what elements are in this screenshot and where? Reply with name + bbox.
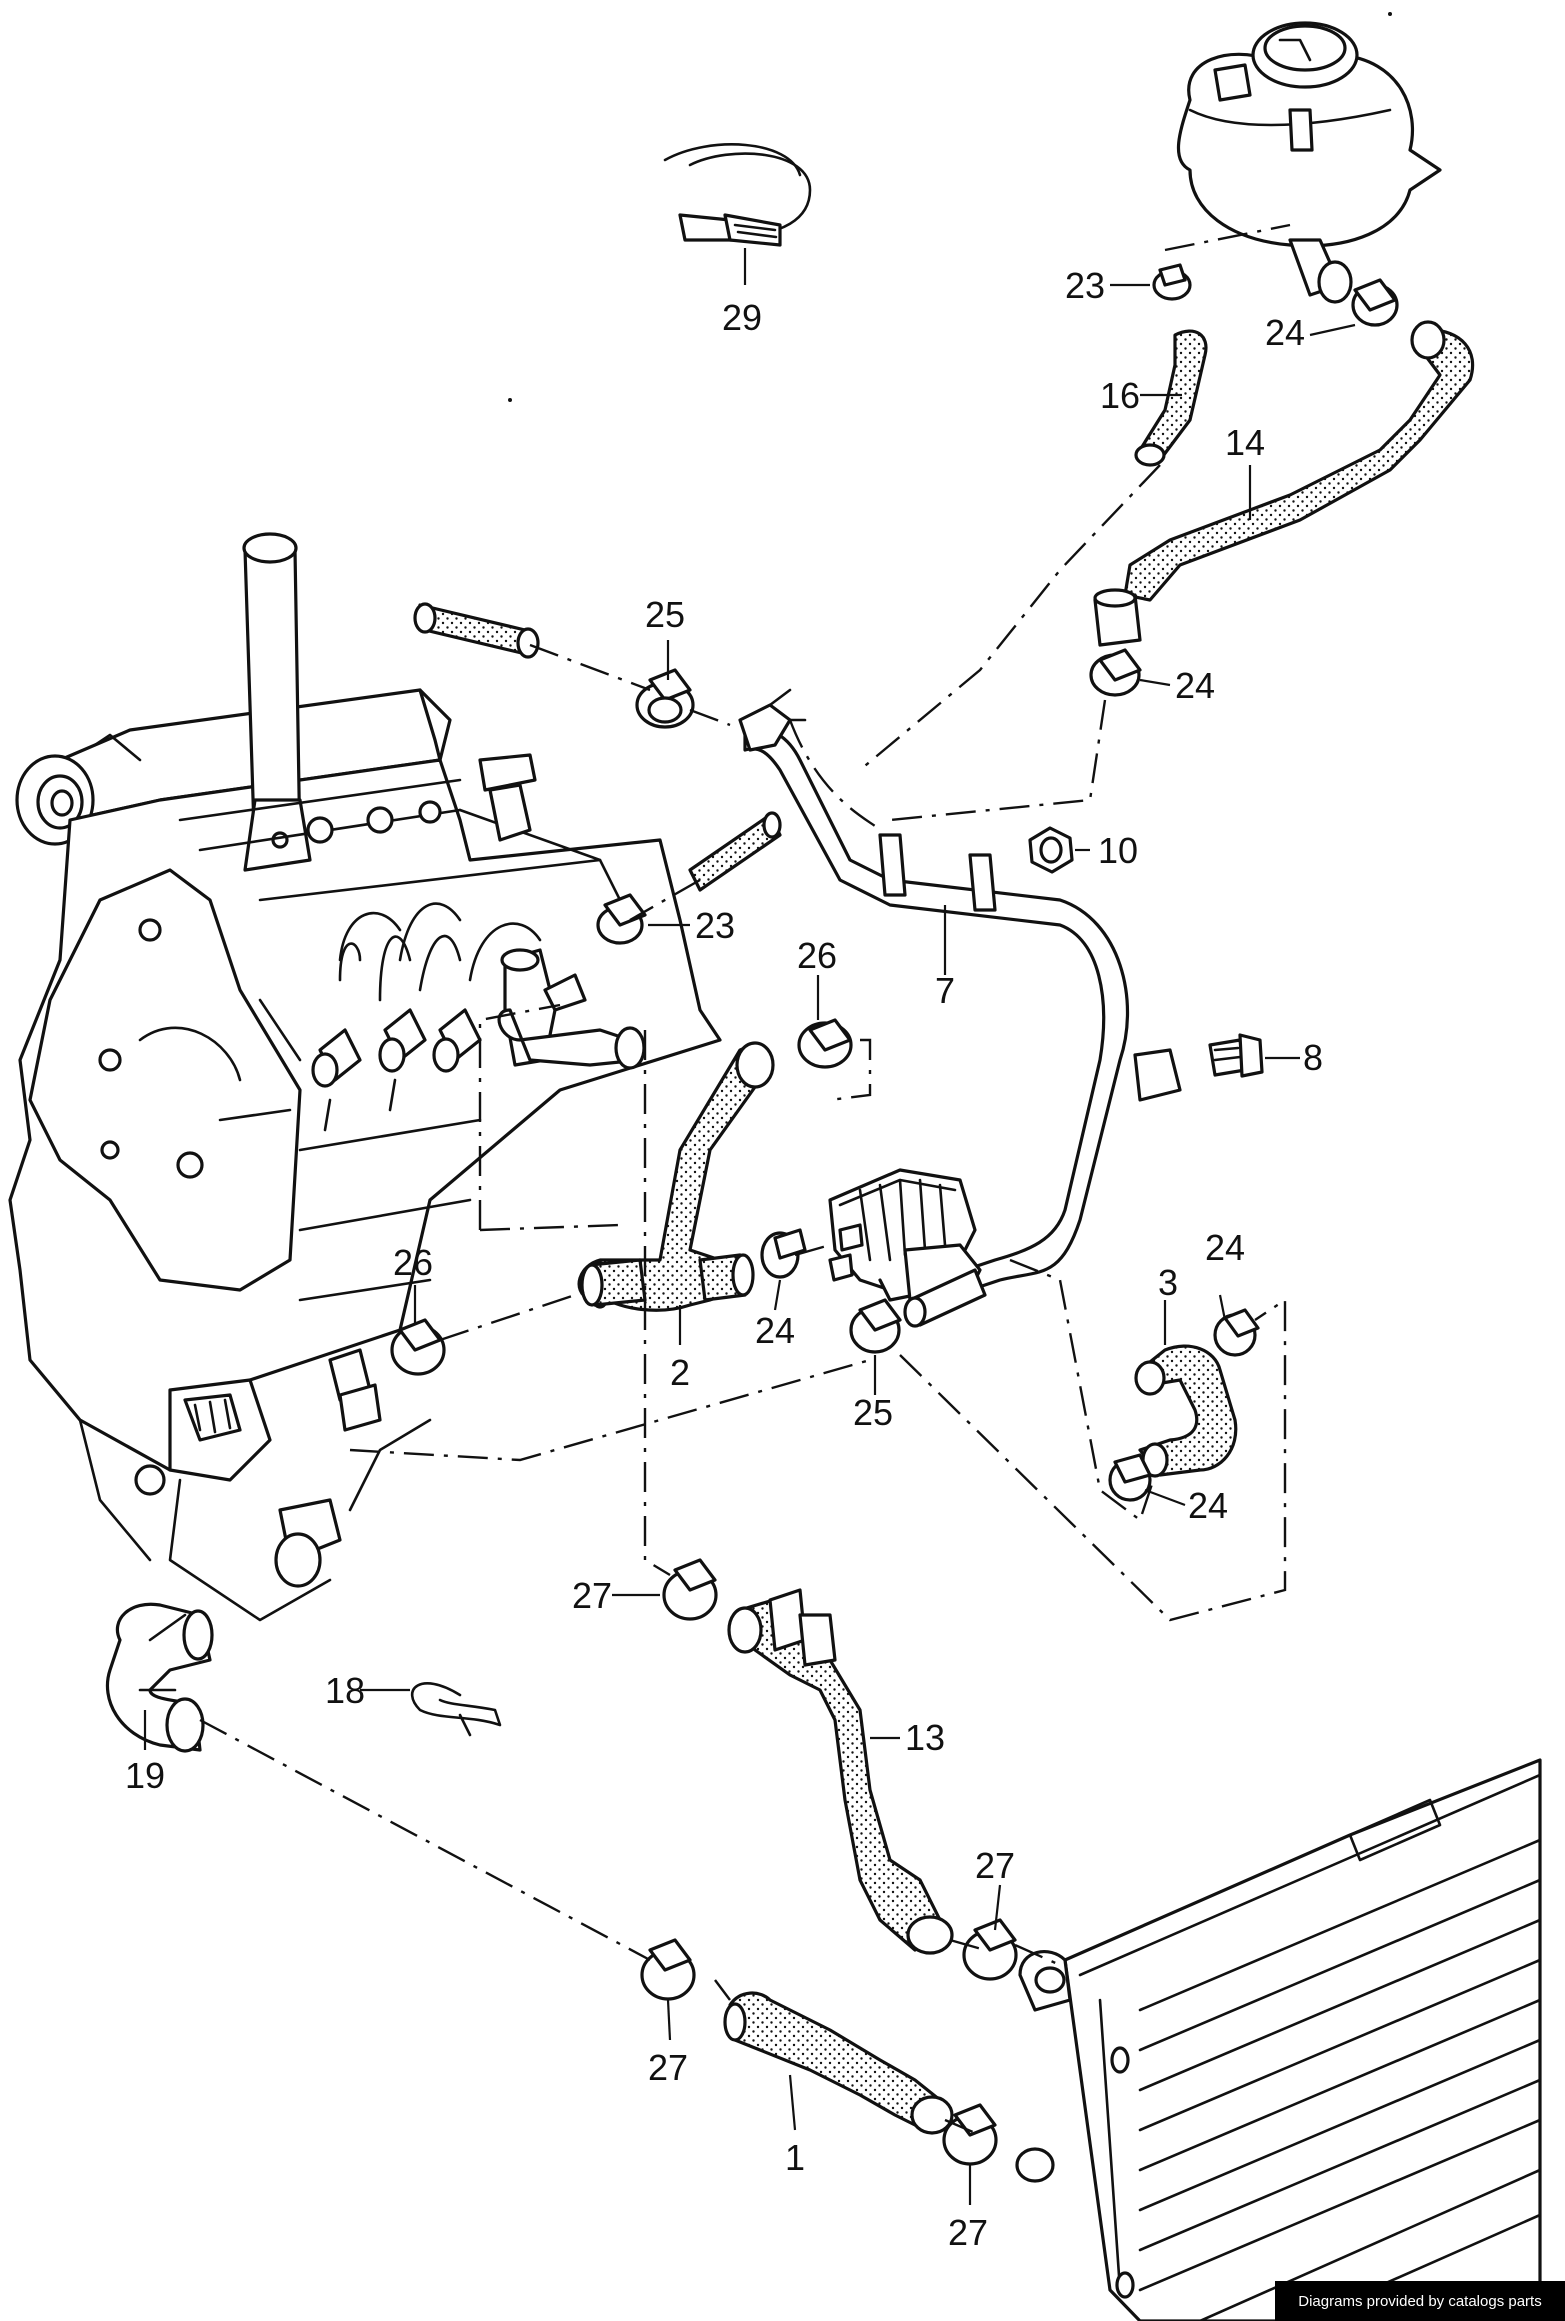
hose-3: [1134, 1344, 1238, 1478]
callout-24-oilcooler: 24: [755, 1310, 795, 1351]
callout-24-top: 24: [1265, 312, 1305, 353]
callout-13: 13: [905, 1717, 945, 1758]
callout-7: 7: [935, 970, 955, 1011]
callout-27-a: 27: [572, 1575, 612, 1616]
callout-29: 29: [722, 297, 762, 338]
engine-block: [8, 532, 722, 1622]
clamp-27-a: [662, 1558, 718, 1621]
hose-segment-upper: [418, 603, 532, 657]
callout-16: 16: [1100, 375, 1140, 416]
credit-text: Diagrams provided by catalogs parts: [1298, 2292, 1542, 2310]
band-clamp-29: [663, 143, 812, 247]
credit-footer: Diagrams provided by catalogs parts: [1275, 2281, 1565, 2321]
bolt-8: [1208, 1033, 1264, 1078]
clamp-23-top: [1152, 263, 1192, 301]
callout-24-right-upper: 24: [1205, 1227, 1245, 1268]
hose-segment-23: [688, 813, 782, 892]
callout-27-d: 27: [948, 2212, 988, 2253]
expansion-tank: [1164, 21, 1442, 304]
callout-27-b: 27: [975, 1845, 1015, 1886]
clamp-27-b: [962, 1918, 1018, 1981]
callout-23-top: 23: [1065, 265, 1105, 306]
clamp-24-oilcooler: [760, 1228, 807, 1279]
connection-lines: [199, 464, 1287, 2137]
callout-8: 8: [1303, 1037, 1323, 1078]
coolant-pipe-7: [738, 688, 1182, 1302]
callout-26-lower: 26: [393, 1242, 433, 1283]
hose-16: [1134, 329, 1208, 467]
callout-2: 2: [670, 1352, 690, 1393]
radiator: [1015, 1758, 1542, 2321]
callout-10: 10: [1098, 830, 1138, 871]
clamp-24-top: [1351, 278, 1399, 327]
callout-19: 19: [125, 1755, 165, 1796]
callout-1: 1: [785, 2137, 805, 2178]
nut-10: [1028, 826, 1074, 874]
callout-labels: 29 23 24 16 14 25 24 10 23 7 26 8 24 3 2…: [125, 265, 1323, 2253]
callout-24-mid: 24: [1175, 665, 1215, 706]
leader-lines: [143, 248, 1356, 2205]
clip-18: [410, 1682, 502, 1737]
callout-24-right-lower: 24: [1188, 1485, 1228, 1526]
hose-14: [1093, 320, 1475, 647]
clamp-26-upper: [797, 1018, 853, 1069]
callout-25-upper: 25: [645, 594, 685, 635]
callout-25-lower: 25: [853, 1392, 893, 1433]
callout-18: 18: [325, 1670, 365, 1711]
clamp-27-c: [640, 1938, 696, 2001]
callout-23-mid: 23: [695, 905, 735, 946]
oil-cooler: [828, 1168, 982, 1302]
clamp-24-right-upper: [1213, 1308, 1260, 1357]
callout-3: 3: [1158, 1262, 1178, 1303]
clamp-26-lower: [390, 1318, 446, 1376]
clamp-24-mid: [1089, 648, 1142, 697]
hose-13: [727, 1588, 954, 1955]
clamp-23-mid: [596, 893, 647, 945]
clamp-25-lower: [849, 1298, 902, 1354]
clamp-24-right-lower: [1108, 1453, 1152, 1502]
callout-14: 14: [1225, 422, 1265, 463]
hose-19: [105, 1602, 214, 1753]
hose-1: [723, 1991, 954, 2135]
callout-26-upper: 26: [797, 935, 837, 976]
clamp-25-upper: [635, 668, 695, 729]
callout-27-c: 27: [648, 2047, 688, 2088]
